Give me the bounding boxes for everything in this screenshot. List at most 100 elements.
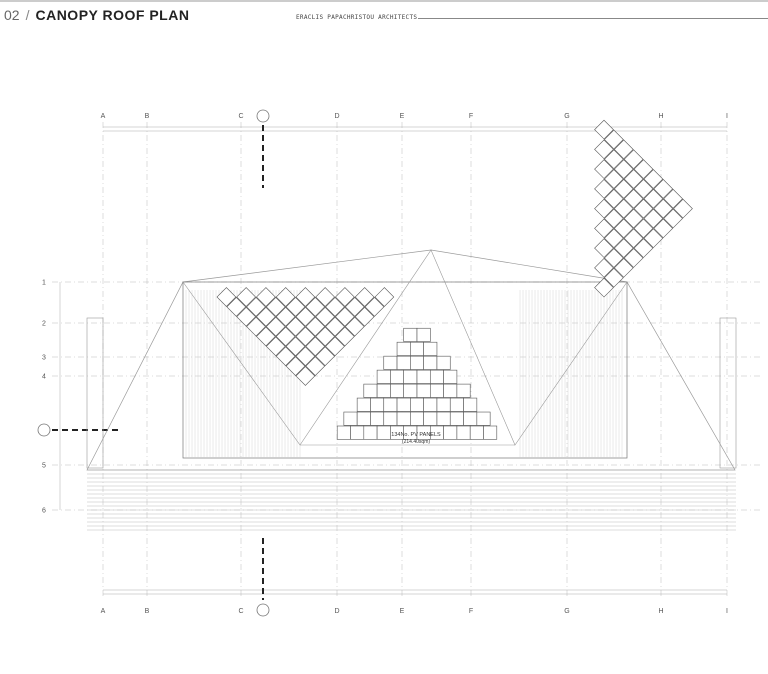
pv-panel bbox=[633, 238, 654, 258]
pv-panel bbox=[265, 316, 286, 337]
pv-panel bbox=[356, 397, 371, 412]
grid-label-top: E bbox=[400, 113, 405, 120]
pv-panel bbox=[216, 287, 237, 307]
pv-panel bbox=[295, 287, 316, 307]
pv-panel bbox=[256, 326, 276, 347]
pv-panel bbox=[285, 356, 306, 376]
grid-label-row: 5 bbox=[42, 463, 46, 470]
grid-label-row: 6 bbox=[42, 508, 46, 515]
pv-panel bbox=[275, 346, 296, 367]
pv-panel-array bbox=[594, 119, 693, 298]
pv-panel bbox=[403, 383, 418, 398]
pv-panel bbox=[335, 306, 355, 327]
pv-panels-note: 134No. PV PANELS bbox=[391, 432, 441, 438]
grid-label-top: C bbox=[238, 113, 243, 120]
pv-panel bbox=[416, 327, 431, 342]
pv-panel bbox=[663, 208, 683, 229]
pv-panel bbox=[604, 208, 624, 229]
pv-panel bbox=[436, 355, 451, 370]
pv-panel bbox=[423, 355, 438, 370]
pv-panel bbox=[275, 287, 296, 307]
pv-panel bbox=[429, 383, 444, 398]
pv-panel bbox=[604, 129, 624, 150]
pv-panel bbox=[663, 188, 683, 209]
grid-label-bottom: C bbox=[238, 608, 243, 615]
pv-panel bbox=[604, 228, 624, 249]
title-separator: / bbox=[25, 7, 30, 23]
pv-panel bbox=[364, 297, 385, 317]
pv-panel bbox=[594, 119, 614, 140]
grid-label-top: B bbox=[145, 113, 150, 120]
pv-panel bbox=[416, 383, 431, 398]
pv-panel bbox=[236, 287, 256, 307]
pv-panel bbox=[325, 336, 345, 357]
pv-panel bbox=[643, 208, 664, 229]
pv-panels-area: (214.40sqm) bbox=[402, 439, 430, 445]
pv-panel bbox=[265, 297, 286, 317]
pv-panel bbox=[443, 425, 458, 440]
section-marker-icon bbox=[256, 603, 270, 617]
pv-panel bbox=[613, 258, 634, 278]
pv-panel bbox=[643, 188, 664, 209]
pv-panel bbox=[463, 397, 478, 412]
pv-panel bbox=[423, 397, 438, 412]
pv-panel bbox=[370, 397, 385, 412]
pv-panel bbox=[265, 336, 286, 357]
side-wing-left bbox=[86, 317, 104, 469]
pv-panel bbox=[275, 306, 296, 327]
pv-panel bbox=[463, 411, 478, 426]
pv-panel bbox=[594, 159, 614, 179]
pv-panel bbox=[633, 218, 654, 239]
roof-ridge-lines bbox=[182, 249, 628, 446]
grid-label-top: D bbox=[334, 113, 339, 120]
pv-panel bbox=[594, 139, 614, 160]
pv-panel bbox=[436, 397, 451, 412]
grid-label-row: 1 bbox=[42, 280, 46, 287]
grid-label-top: I bbox=[726, 113, 728, 120]
pv-panel bbox=[344, 316, 365, 337]
roof-outline bbox=[86, 249, 736, 471]
pv-panel bbox=[410, 355, 424, 370]
pv-panel bbox=[305, 336, 326, 357]
section-marker-icon bbox=[37, 423, 51, 437]
section-marker-icon bbox=[256, 109, 270, 123]
pv-panel bbox=[376, 369, 391, 384]
pv-panel bbox=[673, 198, 693, 219]
pv-panel bbox=[390, 383, 404, 398]
pv-panel bbox=[374, 287, 395, 307]
pv-panel bbox=[643, 228, 664, 249]
grid-label-bottom: E bbox=[400, 608, 405, 615]
grid-label-row: 4 bbox=[42, 374, 46, 381]
pv-panel bbox=[613, 179, 634, 199]
pv-panel bbox=[376, 383, 391, 398]
pv-panel bbox=[315, 287, 335, 307]
pv-panel bbox=[403, 369, 418, 384]
pv-panel bbox=[295, 366, 316, 386]
pv-panel bbox=[383, 355, 398, 370]
pv-panel bbox=[443, 369, 458, 384]
pv-panel bbox=[633, 198, 654, 219]
pv-panel bbox=[623, 149, 644, 170]
pv-panel bbox=[256, 287, 276, 307]
side-wing-right bbox=[719, 317, 737, 469]
pv-panel-array bbox=[216, 287, 395, 386]
pv-panel bbox=[335, 287, 355, 307]
grid-label-bottom: F bbox=[469, 608, 473, 615]
pv-panel bbox=[226, 297, 247, 317]
pv-panel bbox=[604, 248, 624, 268]
pv-panel bbox=[416, 369, 431, 384]
pv-panel bbox=[376, 425, 391, 440]
pv-panel bbox=[594, 218, 614, 239]
pv-panel bbox=[423, 341, 438, 356]
pv-panel bbox=[295, 306, 316, 327]
drawing-title: CANOPY ROOF PLAN bbox=[35, 7, 190, 23]
pv-panel bbox=[363, 383, 378, 398]
pv-panel bbox=[594, 277, 614, 298]
pv-panel bbox=[396, 397, 411, 412]
pv-panel bbox=[653, 179, 674, 199]
pv-panel bbox=[623, 228, 644, 249]
pv-panel bbox=[305, 356, 326, 376]
pv-panel bbox=[370, 411, 385, 426]
pv-panel bbox=[305, 316, 326, 337]
